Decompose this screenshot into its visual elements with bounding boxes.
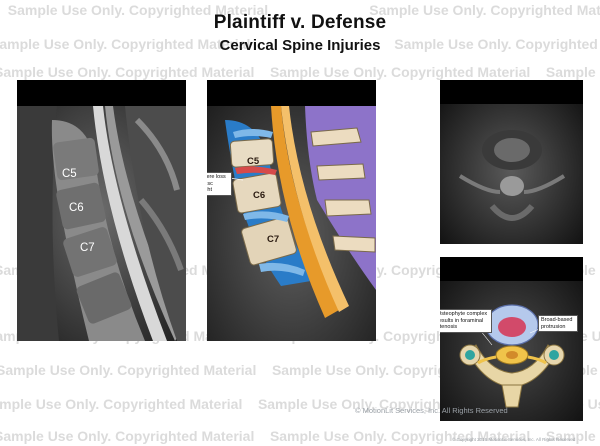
callout-osteophyte: Osteophyte complex results in foraminal … bbox=[440, 309, 492, 333]
c5-vertebra bbox=[229, 138, 275, 168]
axial-illustration-panel: Osteophyte complex results in foraminal … bbox=[440, 257, 583, 421]
copyright-small-text: © Copyright 2016 MotionLit Services, Inc… bbox=[452, 437, 576, 442]
sagittal-illustration-panel: C5 C6 C7 Severe loss of disc height bbox=[207, 80, 376, 341]
illustration-label-c5: C5 bbox=[247, 156, 260, 167]
watermark-row: Sample Use Only. Copyrighted Material Sa… bbox=[0, 64, 600, 80]
mri-label-c6: C6 bbox=[69, 202, 84, 214]
mri-label-c5: C5 bbox=[62, 168, 77, 180]
sagittal-illustration-image bbox=[207, 80, 376, 341]
copyright-text: © MotionLit Services, Inc. All Rights Re… bbox=[355, 406, 508, 415]
page-title: Plaintiff v. Defense bbox=[213, 12, 387, 33]
sagittal-mri-panel: C5 C6 C7 bbox=[17, 80, 186, 341]
degenerated-disc bbox=[235, 166, 277, 175]
mri-label-c7: C7 bbox=[80, 242, 95, 254]
c7-vertebra bbox=[241, 216, 297, 266]
axial-mri-panel bbox=[440, 80, 583, 244]
callout-disc-height: Severe loss of disc height bbox=[207, 172, 232, 196]
page-subtitle: Cervical Spine Injuries bbox=[219, 37, 381, 54]
axial-mri-image bbox=[440, 80, 583, 244]
callout-protrusion: Broad-based protrusion bbox=[538, 315, 578, 332]
c6-vertebra bbox=[232, 172, 282, 214]
sagittal-mri-image bbox=[17, 80, 186, 341]
illustration-label-c6: C6 bbox=[253, 190, 266, 201]
illustration-label-c7: C7 bbox=[267, 234, 280, 245]
axial-illustration-image bbox=[440, 257, 583, 421]
